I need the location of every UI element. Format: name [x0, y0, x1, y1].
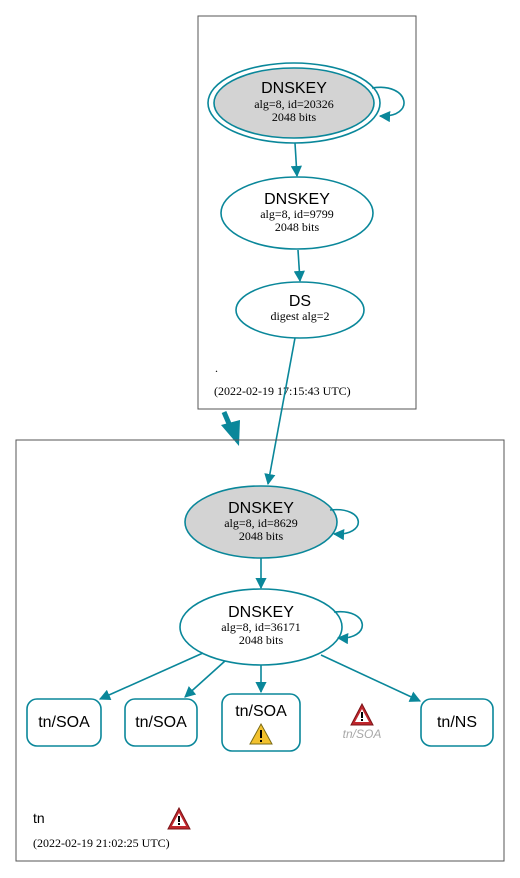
- tn-soa-record-3[interactable]: tn/SOA: [221, 693, 301, 752]
- warning-triangle-icon: [249, 722, 273, 745]
- tn-zone-name: tn: [33, 810, 45, 826]
- zsk-to-soa2-edge: [184, 660, 226, 698]
- tn-zsk-node[interactable]: DNSKEY alg=8, id=36171 2048 bits: [179, 588, 343, 666]
- root-ksk-node[interactable]: DNSKEY alg=8, id=20326 2048 bits: [207, 62, 381, 144]
- root-zsk-title: DNSKEY: [264, 191, 330, 208]
- tn-soa-record-1[interactable]: tn/SOA: [26, 698, 102, 747]
- tn-zsk-self-edge: [333, 610, 364, 645]
- tn-zone-timestamp: (2022-02-19 21:02:25 UTC): [33, 836, 170, 850]
- tn-soa-1-label: tn/SOA: [38, 714, 90, 731]
- tn-ksk-title: DNSKEY: [228, 500, 294, 517]
- root-zone-timestamp: (2022-02-19 17:15:43 UTC): [214, 384, 351, 398]
- root-zone-border: [197, 15, 417, 410]
- root-ds-node[interactable]: DS digest alg=2: [235, 281, 365, 339]
- root-zone-name: .: [215, 361, 218, 375]
- tn-ns-record[interactable]: tn/NS: [420, 698, 494, 747]
- error-triangle-icon: [167, 806, 191, 830]
- root-zone: DNSKEY alg=8, id=20326 2048 bits DNSKEY …: [197, 15, 417, 410]
- root-zsk-bits: 2048 bits: [275, 220, 320, 234]
- tn-ksk-bits: 2048 bits: [239, 529, 284, 543]
- root-ds-title: DS: [289, 293, 311, 310]
- zsk-to-ns-edge: [320, 654, 422, 702]
- error-triangle-icon: [350, 702, 374, 726]
- root-ksk-to-zsk-edge: [290, 142, 302, 178]
- root-ksk-self-edge: [371, 86, 405, 123]
- root-zsk-to-ds-edge: [293, 249, 305, 283]
- tn-zsk-alg: alg=8, id=36171: [221, 620, 301, 634]
- tn-ksk-node[interactable]: DNSKEY alg=8, id=8629 2048 bits: [184, 485, 338, 559]
- tn-ksk-self-edge: [329, 508, 360, 541]
- tn-ksk-alg: alg=8, id=8629: [224, 516, 298, 530]
- tn-zone-border: [15, 439, 505, 862]
- root-zsk-node[interactable]: DNSKEY alg=8, id=9799 2048 bits: [220, 176, 374, 250]
- tn-zsk-bits: 2048 bits: [239, 633, 284, 647]
- root-ksk-alg: alg=8, id=20326: [254, 97, 334, 111]
- root-ksk-title: DNSKEY: [261, 80, 327, 97]
- ds-to-tn-ksk-edge: [264, 337, 296, 486]
- root-ds-digest: digest alg=2: [270, 309, 329, 323]
- zsk-to-soa1-edge: [98, 652, 204, 701]
- tn-soa-3-label: tn/SOA: [235, 703, 287, 720]
- tn-soa-missing-label: tn/SOA: [343, 727, 382, 741]
- delegation-arrowhead: [221, 420, 240, 446]
- tn-soa-record-2[interactable]: tn/SOA: [124, 698, 198, 747]
- tn-zone: DNSKEY alg=8, id=8629 2048 bits DNSKEY a…: [15, 439, 505, 862]
- tn-soa-missing[interactable]: tn/SOA: [343, 702, 382, 741]
- tn-zsk-title: DNSKEY: [228, 604, 294, 621]
- tn-soa-2-label: tn/SOA: [135, 714, 187, 731]
- root-zsk-alg: alg=8, id=9799: [260, 207, 334, 221]
- tn-ns-label: tn/NS: [437, 714, 477, 731]
- root-ksk-bits: 2048 bits: [272, 110, 317, 124]
